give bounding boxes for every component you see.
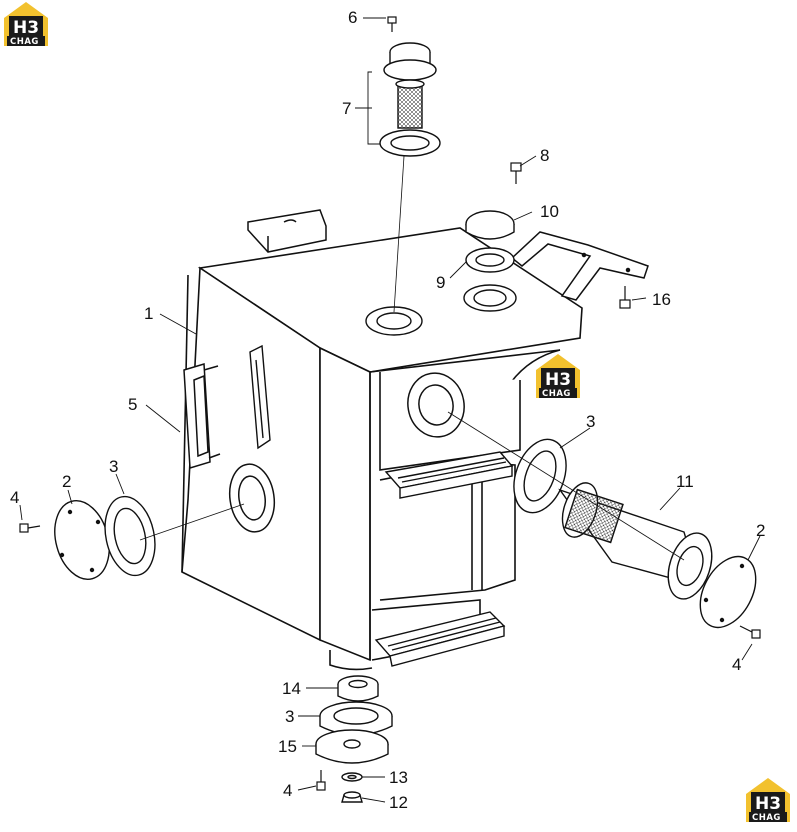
callout-16: 16: [652, 290, 671, 309]
top-port-ring: [365, 284, 517, 336]
bolt-4-bottom: [316, 770, 326, 791]
callout-6: 6: [348, 8, 357, 27]
right-mounting-bracket: [510, 231, 649, 301]
plug-12: [341, 791, 363, 803]
brand-logo-top-left: H3 CHAG: [4, 2, 48, 47]
svg-text:CHAG: CHAG: [10, 37, 39, 47]
callout-leaders: [19, 17, 761, 803]
upper-step: [384, 451, 514, 499]
callout-3-bottom: 3: [285, 707, 294, 726]
washer-13: [341, 772, 363, 782]
filter-element-11: [558, 482, 713, 600]
callout-2-right: 2: [756, 521, 765, 540]
cover-plate-2-right: [699, 555, 757, 629]
callout-14: 14: [282, 679, 301, 698]
callout-3-right: 3: [586, 412, 595, 431]
front-side-port: [407, 372, 465, 438]
filler-strainer-7: [379, 42, 441, 157]
gasket-3-right: [513, 438, 567, 514]
svg-text:H3: H3: [755, 794, 781, 814]
brand-logo-center: H3 CHAG: [536, 354, 580, 399]
callout-1: 1: [144, 304, 153, 323]
bolt-6: [387, 16, 397, 32]
flange-3-bottom: [319, 701, 393, 736]
left-mounting-bracket: [247, 209, 327, 253]
callout-8: 8: [540, 146, 549, 165]
callout-7: 7: [342, 99, 351, 118]
svg-text:H3: H3: [13, 18, 39, 38]
callout-9: 9: [436, 273, 445, 292]
callout-4-left: 4: [10, 488, 19, 507]
bolt-4-left: [19, 523, 41, 533]
callout-5: 5: [128, 395, 137, 414]
bolt-4-right: [739, 625, 761, 639]
callout-labels: 1 5 2 3 4 6 7 8 10 9 16 3 11 2 4 14 3 15…: [10, 8, 765, 812]
gasket-3-left: [104, 495, 156, 577]
assembly-axis-lines: [139, 155, 685, 561]
hydraulic-tank: [181, 227, 583, 671]
lower-step: [374, 611, 506, 667]
callout-13: 13: [389, 768, 408, 787]
sight-gauge-slot: [249, 344, 271, 450]
level-gauge: [183, 363, 221, 469]
flange-15: [315, 729, 389, 764]
brand-logo-bottom-right: H3 CHAG: [746, 778, 790, 823]
cover-plate-10: [465, 210, 515, 240]
callout-10: 10: [540, 202, 559, 221]
callout-4-right: 4: [732, 655, 741, 674]
svg-text:H3: H3: [545, 370, 571, 390]
callout-4-bottom: 4: [283, 781, 292, 800]
svg-text:CHAG: CHAG: [752, 813, 781, 823]
callout-15: 15: [278, 737, 297, 756]
left-side-port: [228, 463, 276, 533]
bolt-16: [619, 286, 631, 309]
callout-2-left: 2: [62, 472, 71, 491]
bolt-8: [510, 162, 522, 184]
bushing-14: [337, 675, 379, 702]
gasket-9: [465, 247, 515, 273]
callout-3-left: 3: [109, 457, 118, 476]
callout-12: 12: [389, 793, 408, 812]
callout-11: 11: [676, 472, 694, 491]
svg-text:CHAG: CHAG: [542, 389, 571, 399]
